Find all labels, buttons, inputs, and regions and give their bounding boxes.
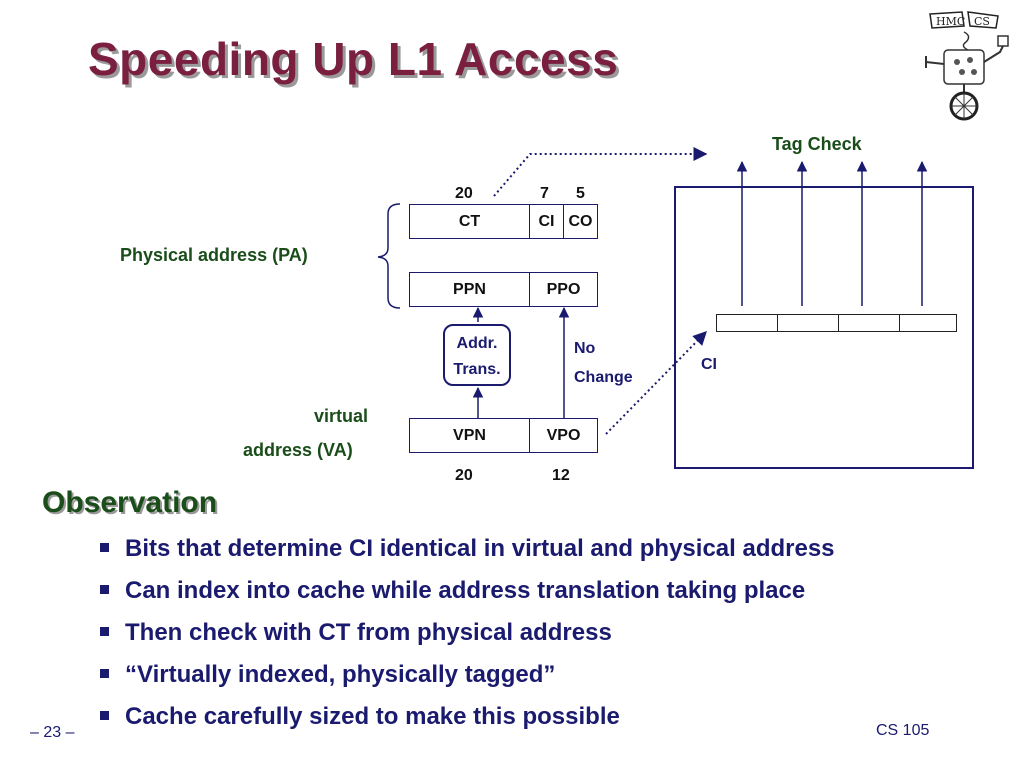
co-bits: 5 bbox=[576, 185, 585, 202]
ci-field: CI bbox=[530, 205, 564, 238]
co-field: CO bbox=[568, 212, 593, 230]
ct-bits: 20 bbox=[455, 185, 473, 202]
no-change-line1: No bbox=[574, 340, 596, 357]
no-change-label: No Change bbox=[574, 334, 633, 392]
vpo-to-ci-dotted bbox=[605, 331, 707, 435]
cache-line-3 bbox=[839, 315, 900, 331]
cache-box bbox=[674, 186, 974, 469]
pa-brace bbox=[377, 203, 401, 309]
bullet-square-icon bbox=[100, 711, 109, 721]
bullet-text: Bits that determine CI identical in virt… bbox=[125, 535, 835, 562]
vpo-field: VPO bbox=[546, 426, 581, 444]
cache-line-1 bbox=[717, 315, 778, 331]
vpn-field: VPN bbox=[410, 419, 530, 452]
pa-ppn-ppo-box: PPN PPO bbox=[409, 272, 598, 307]
observation-heading: Observation bbox=[42, 486, 218, 519]
bullet-text: Then check with CT from physical address bbox=[125, 619, 612, 646]
page-number: – 23 – bbox=[30, 724, 75, 741]
va-vpn-vpo-box: VPN VPO bbox=[409, 418, 598, 453]
vpn-bits: 20 bbox=[455, 467, 473, 484]
no-change-line2: Change bbox=[574, 369, 633, 386]
cache-line-4 bbox=[900, 315, 956, 331]
bullet-square-icon bbox=[100, 585, 109, 595]
ci-bits: 7 bbox=[540, 185, 549, 202]
physical-address-label: Physical address (PA) bbox=[120, 245, 308, 265]
tag-check-label: Tag Check bbox=[772, 134, 862, 154]
list-item: “Virtually indexed, physically tagged” bbox=[100, 660, 835, 702]
addr-trans-line1: Addr. bbox=[456, 335, 498, 352]
cache-line-2 bbox=[778, 315, 839, 331]
ppn-field: PPN bbox=[410, 273, 530, 306]
slide-title: Speeding Up L1 Access bbox=[88, 33, 619, 85]
bullet-square-icon bbox=[100, 543, 109, 553]
bullet-text: Cache carefully sized to make this possi… bbox=[125, 703, 620, 730]
observation-list: Bits that determine CI identical in virt… bbox=[100, 534, 835, 744]
bullet-square-icon bbox=[100, 627, 109, 637]
list-item: Can index into cache while address trans… bbox=[100, 576, 835, 618]
hmc-cs-logo: HMC CS bbox=[925, 11, 1009, 121]
addr-trans-line2: Trans. bbox=[453, 361, 501, 378]
virtual-address-label: address (VA) bbox=[243, 440, 353, 460]
logo-cs-text: CS bbox=[974, 15, 990, 28]
list-item: Then check with CT from physical address bbox=[100, 618, 835, 660]
virtual-label: virtual bbox=[314, 406, 369, 426]
cache-set-row bbox=[716, 314, 957, 332]
bullet-text: “Virtually indexed, physically tagged” bbox=[125, 661, 556, 688]
bullet-square-icon bbox=[100, 669, 109, 679]
pa-tag-index-offset-box: CT CI CO bbox=[409, 204, 598, 239]
ppo-field: PPO bbox=[546, 280, 581, 298]
bullet-text: Can index into cache while address trans… bbox=[125, 577, 806, 604]
course-label: CS 105 bbox=[876, 722, 930, 739]
vpo-bits: 12 bbox=[552, 467, 570, 484]
list-item: Cache carefully sized to make this possi… bbox=[100, 702, 835, 744]
logo-hmc-text: HMC bbox=[936, 15, 965, 28]
cache-ci-label: CI bbox=[701, 356, 717, 373]
list-item: Bits that determine CI identical in virt… bbox=[100, 534, 835, 576]
address-translation-box: Addr. Trans. bbox=[443, 324, 511, 386]
ct-to-tagcheck-dotted bbox=[493, 147, 708, 197]
ct-field: CT bbox=[410, 205, 530, 238]
